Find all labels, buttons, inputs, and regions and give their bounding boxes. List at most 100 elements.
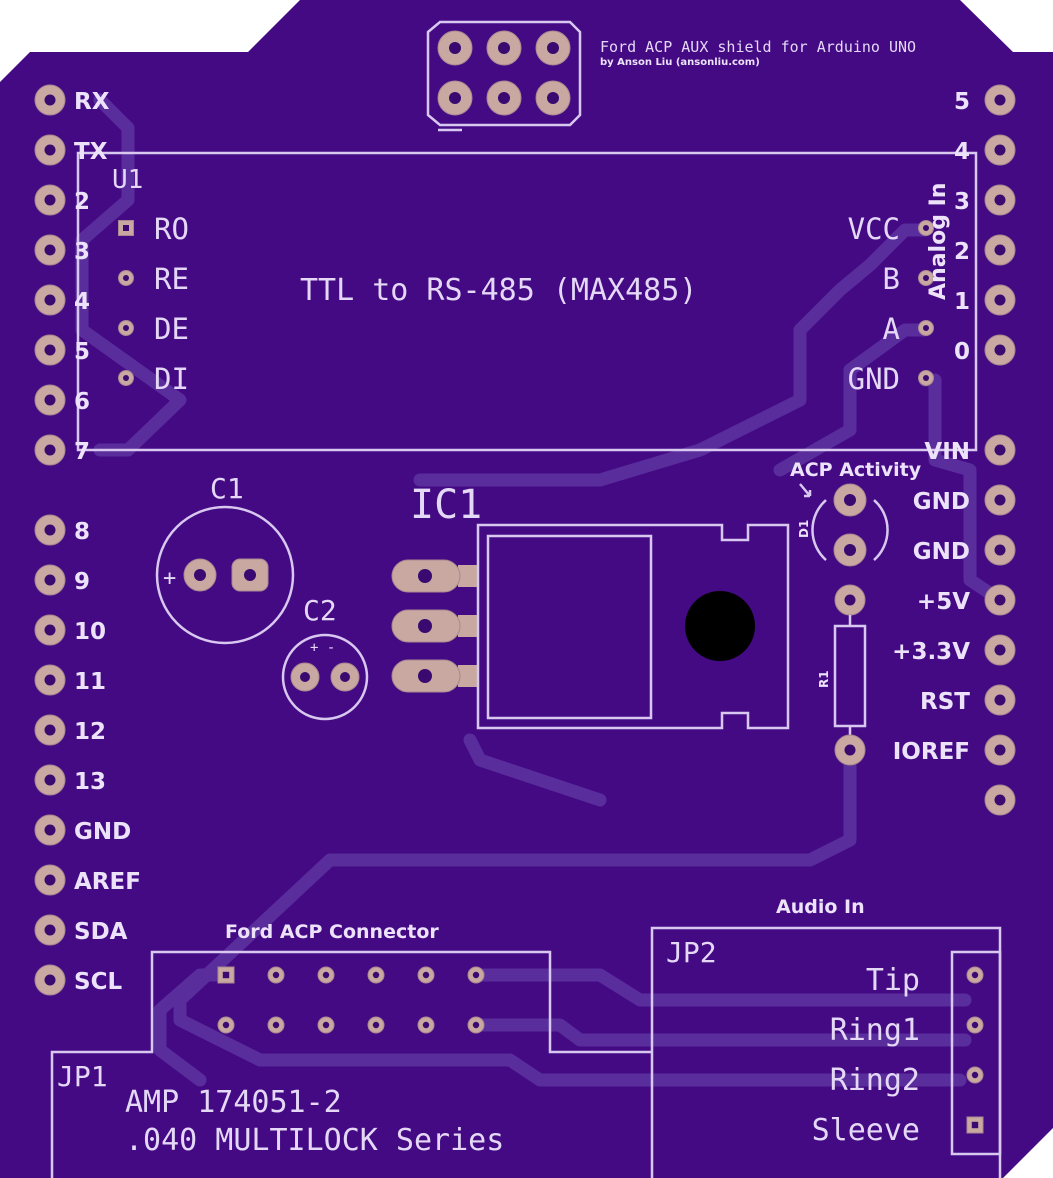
u1-left-pin-label: RO — [154, 212, 189, 246]
left-header-pad — [34, 134, 66, 166]
power-pin-label: +3.3V — [892, 639, 970, 665]
left-header-label: 13 — [74, 769, 106, 795]
left-header-label: SDA — [74, 919, 128, 945]
jp2-ref: JP2 — [666, 936, 717, 969]
led-label: ACP Activity — [790, 459, 922, 481]
left-header-pad — [34, 664, 66, 696]
u1-right-pin — [918, 220, 934, 236]
u1-right-pin — [918, 320, 934, 336]
jp1-pin — [267, 1016, 285, 1034]
u1-right-pin — [918, 370, 934, 386]
u1-right-pin — [918, 270, 934, 286]
c2-ref: C2 — [303, 594, 337, 627]
icsp-header — [426, 20, 582, 132]
left-header-label: 12 — [74, 719, 106, 745]
jp1-pin — [317, 966, 335, 984]
u1-module: U1 TTL to RS-485 (MAX485) — [76, 151, 978, 452]
left-header-label: 11 — [74, 669, 106, 695]
connector-jp1: Ford ACP Connector JP1 AMP 174051-2 .040… — [50, 921, 652, 1178]
right-header-pad — [984, 534, 1016, 566]
jp1-pin — [267, 966, 285, 984]
left-header-pad — [34, 764, 66, 796]
jp1-pin — [217, 966, 235, 984]
u1-left-pin-label: DI — [154, 362, 189, 396]
jp2-pin — [966, 1116, 984, 1134]
jp1-pin — [367, 1016, 385, 1034]
power-pin-label: VIN — [924, 439, 970, 465]
right-header-pad — [984, 434, 1016, 466]
analog-pin-label: 2 — [954, 239, 970, 265]
board-author: by Anson Liu (ansonliu.com) — [600, 57, 760, 68]
u1-left-pin-label: RE — [154, 262, 189, 296]
left-header-label: 2 — [74, 189, 90, 215]
right-header-pad — [984, 584, 1016, 616]
jp2-pin-label: Sleeve — [812, 1113, 920, 1148]
power-pin-label: GND — [913, 539, 970, 565]
jp1-pin — [217, 1016, 235, 1034]
r1-ref: R1 — [817, 670, 831, 688]
jp1-line2: .040 MULTILOCK Series — [125, 1123, 504, 1158]
right-header-pad — [984, 284, 1016, 316]
left-header-pad — [34, 564, 66, 596]
left-header-pad — [34, 284, 66, 316]
jp2-title: Audio In — [776, 896, 865, 918]
led-ref: D1 — [797, 520, 811, 538]
right-header-pad — [984, 734, 1016, 766]
analog-pin-label: 5 — [954, 89, 970, 115]
jp1-ref: JP1 — [57, 1060, 108, 1093]
left-header-pad — [34, 84, 66, 116]
left-header-pad — [34, 914, 66, 946]
led-d1: ACP Activity D1 — [790, 459, 922, 567]
regulator-ic1: IC1 — [391, 482, 790, 730]
u1-left-pin — [118, 320, 134, 336]
right-header-pad — [984, 684, 1016, 716]
u1-desc: TTL to RS-485 (MAX485) — [300, 273, 697, 308]
resistor-r1: R1 — [817, 584, 867, 766]
jp2-pin-label: Ring1 — [830, 1013, 920, 1048]
u1-left-pin — [118, 370, 134, 386]
left-header-label: 4 — [74, 289, 90, 315]
power-pin-label: RST — [920, 689, 970, 715]
left-header-label: 10 — [74, 619, 106, 645]
icsp-pad-top-2 — [535, 30, 571, 66]
jp2-pin-label: Tip — [866, 963, 920, 998]
analog-pin-label: 1 — [954, 289, 970, 315]
right-header-pad — [984, 334, 1016, 366]
u1-ref: U1 — [112, 165, 143, 195]
right-header-pad — [984, 134, 1016, 166]
icsp-pad-bottom-2 — [535, 80, 571, 116]
left-header-label: GND — [74, 819, 131, 845]
jp2-pin-label: Ring2 — [830, 1063, 920, 1098]
analog-pin-label: 0 — [954, 339, 970, 365]
c1-ref: C1 — [210, 472, 244, 505]
analog-in-label: Analog In — [926, 183, 951, 300]
copper-traces — [75, 93, 1007, 1087]
left-header-label: RX — [74, 89, 110, 115]
u1-right-pin-label: B — [883, 262, 900, 296]
icsp-pad-top-1 — [486, 30, 522, 66]
analog-pin-label: 3 — [954, 189, 970, 215]
u1-right-pin-label: A — [883, 312, 900, 346]
c2-polarity: + - — [310, 640, 335, 656]
left-header-label: AREF — [74, 869, 141, 895]
ic1-ref: IC1 — [410, 482, 482, 528]
u1-left-pin — [118, 220, 134, 236]
jp1-pin — [367, 966, 385, 984]
left-header-pad — [34, 384, 66, 416]
left-header-pad — [34, 514, 66, 546]
jp1-pin — [467, 966, 485, 984]
jp1-pin — [317, 1016, 335, 1034]
left-header-label: 6 — [74, 389, 90, 415]
icsp-pad-top-0 — [437, 30, 473, 66]
left-header-pad — [34, 714, 66, 746]
right-header-pad — [984, 234, 1016, 266]
icsp-pad-bottom-0 — [437, 80, 473, 116]
power-pin-label: +5V — [917, 589, 970, 615]
right-header-pad — [984, 484, 1016, 516]
capacitor-c1: C1 + — [155, 472, 295, 645]
left-header-pad — [34, 434, 66, 466]
jp1-pin — [417, 966, 435, 984]
jp2-pin — [966, 1066, 984, 1084]
